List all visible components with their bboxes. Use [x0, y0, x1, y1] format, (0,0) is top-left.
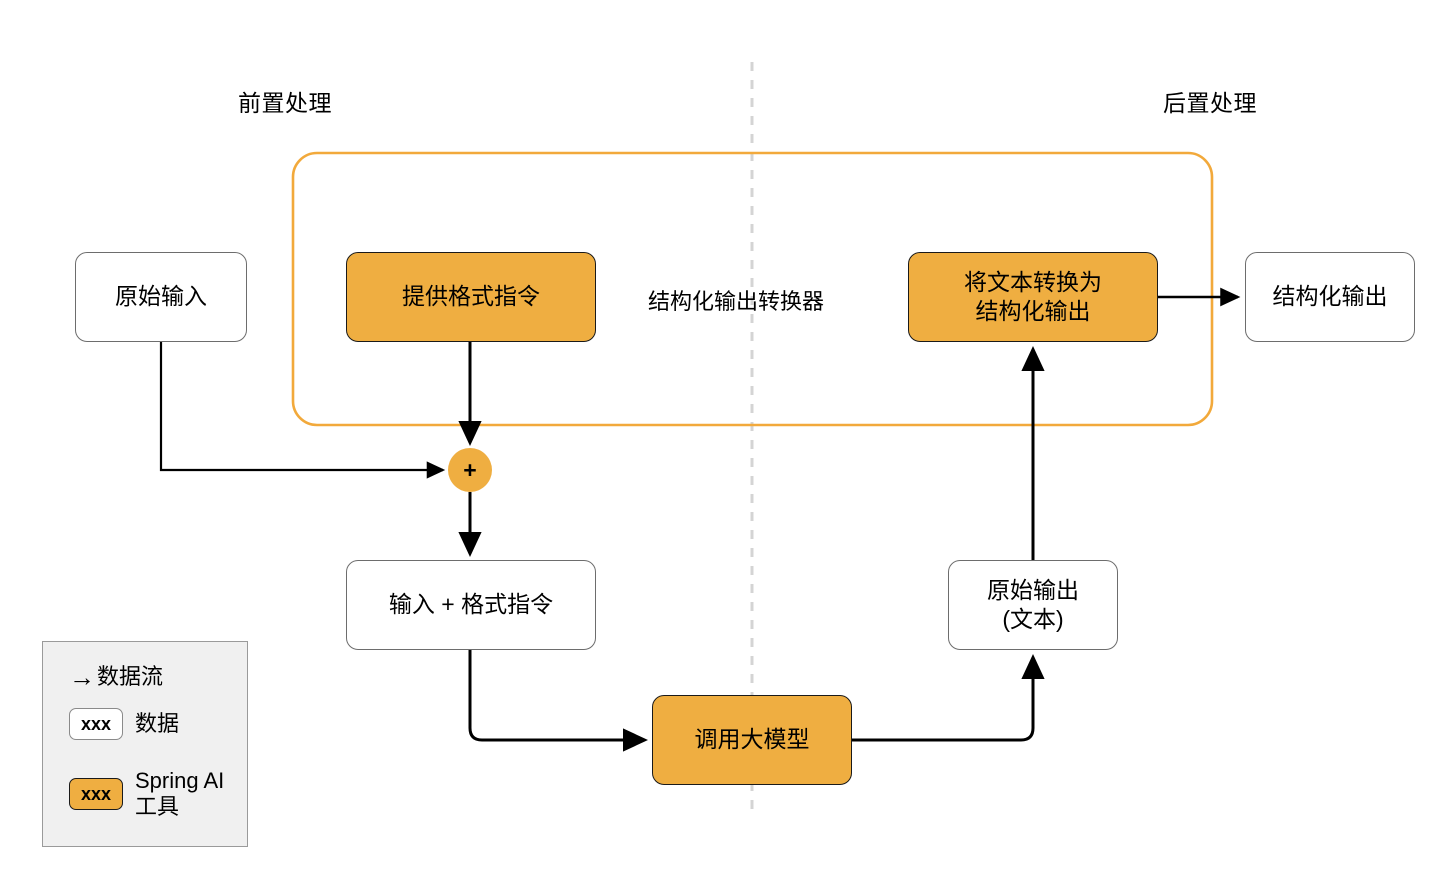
- node-convert-text-to-structured-output[interactable]: 将文本转换为 结构化输出: [908, 252, 1158, 342]
- legend-item-data-flow: → 数据流: [69, 664, 163, 690]
- node-raw-input[interactable]: 原始输入: [75, 252, 247, 342]
- structured-output-converter-frame: [291, 151, 1214, 427]
- legend-label-spring-ai-tool: Spring AI 工具: [135, 768, 225, 820]
- edge-raw-input-to-plus: [159, 342, 446, 479]
- legend-item-data: xxx 数据: [69, 708, 179, 740]
- section-label-postprocessing: 后置处理: [1163, 90, 1257, 116]
- node-call-llm[interactable]: 调用大模型: [652, 695, 852, 785]
- legend-item-spring-ai-tool: xxx Spring AI 工具: [69, 768, 224, 821]
- structured-output-converter-label: 结构化输出转换器: [648, 289, 825, 314]
- section-label-preprocessing: 前置处理: [238, 90, 332, 116]
- arrow-right-icon: →: [69, 662, 95, 693]
- legend-chip-data: xxx: [69, 708, 123, 740]
- node-input-plus-format-instruction[interactable]: 输入 + 格式指令: [346, 560, 596, 650]
- node-raw-output-text[interactable]: 原始输出 (文本): [948, 560, 1118, 650]
- node-provide-format-instruction[interactable]: 提供格式指令: [346, 252, 596, 342]
- plus-junction-icon: +: [448, 448, 492, 492]
- legend-label-data: 数据: [135, 710, 180, 736]
- legend-panel: → 数据流 xxx 数据 xxx Spring AI 工具: [42, 641, 248, 847]
- node-structured-output[interactable]: 结构化输出: [1245, 252, 1415, 342]
- edge-input-plus-format-to-call-llm: [468, 650, 648, 752]
- legend-label-data-flow: 数据流: [97, 664, 164, 689]
- edge-call-llm-to-raw-output: [852, 654, 1045, 742]
- legend-chip-spring-ai-tool: xxx: [69, 778, 123, 811]
